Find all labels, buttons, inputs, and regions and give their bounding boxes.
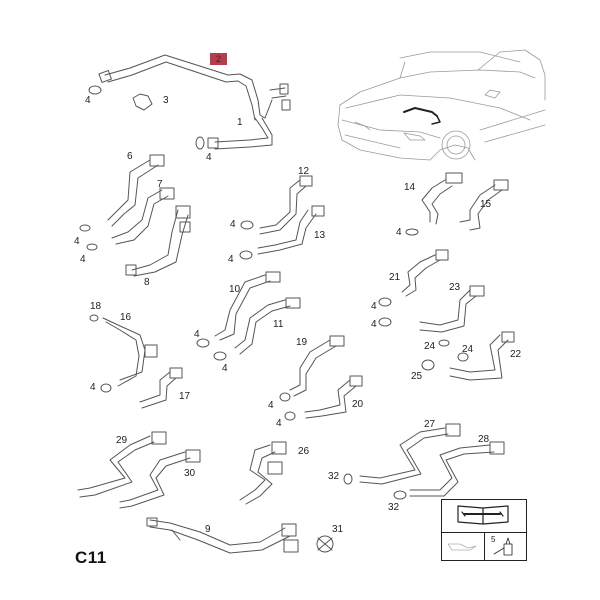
callout-30[interactable]: 30: [184, 468, 196, 479]
legend-number: 5: [491, 535, 496, 544]
callout-29[interactable]: 29: [116, 435, 128, 446]
part-19-20-hoses: [279, 335, 363, 421]
callout-24[interactable]: 24: [462, 344, 474, 355]
callout-1[interactable]: 1: [237, 117, 243, 128]
part-8-hose: [125, 205, 191, 277]
manual-wrench-icon: [457, 505, 509, 525]
part-21-23-22-hoses: [378, 249, 515, 381]
callout-12[interactable]: 12: [298, 166, 310, 177]
part-2-pipe: [88, 54, 291, 150]
part-10-11-hoses: [196, 271, 301, 361]
callout-4[interactable]: 4: [276, 418, 282, 429]
callout-3[interactable]: 3: [163, 95, 169, 106]
callout-4[interactable]: 4: [396, 227, 402, 238]
callout-32[interactable]: 32: [388, 502, 400, 513]
part-26-hose: [239, 441, 287, 505]
callout-4[interactable]: 4: [90, 382, 96, 393]
legend-box: 5: [441, 499, 527, 561]
callout-17[interactable]: 17: [179, 391, 191, 402]
car-illustration: [337, 49, 546, 161]
part-31-clip: [316, 535, 334, 553]
callout-27[interactable]: 27: [424, 419, 436, 430]
part-14-15-hoses: [405, 172, 509, 236]
part-9-hose: [146, 517, 299, 554]
part-12-13-hoses: [239, 175, 325, 260]
part-29-30-hoses: [77, 431, 201, 509]
callout-19[interactable]: 19: [296, 337, 308, 348]
callout-4[interactable]: 4: [74, 236, 80, 247]
callout-4[interactable]: 4: [228, 254, 234, 265]
page-code: C11: [75, 548, 107, 567]
callout-14[interactable]: 14: [404, 182, 416, 193]
callout-18[interactable]: 18: [90, 301, 102, 312]
oil-can-icon: [447, 543, 477, 551]
callout-2[interactable]: 2: [210, 53, 228, 65]
callout-26[interactable]: 26: [298, 446, 310, 457]
legend-sealant-cell: 5: [485, 533, 526, 560]
callout-16[interactable]: 16: [120, 312, 132, 323]
callout-4[interactable]: 4: [206, 152, 212, 163]
callout-10[interactable]: 10: [229, 284, 241, 295]
callout-4[interactable]: 4: [222, 363, 228, 374]
callout-11[interactable]: 11: [273, 319, 284, 330]
sealant-bottle-icon: [493, 537, 513, 556]
callout-28[interactable]: 28: [478, 434, 490, 445]
callout-9[interactable]: 9: [205, 524, 211, 535]
part-6-7-hoses: [79, 154, 175, 251]
callout-4[interactable]: 4: [194, 329, 200, 340]
callout-24[interactable]: 24: [424, 341, 436, 352]
legend-manual-cell: [442, 500, 526, 533]
car-hose-location: [403, 107, 438, 117]
part-16-17-hoses: [89, 314, 183, 409]
callout-31[interactable]: 31: [332, 524, 344, 535]
callout-4[interactable]: 4: [80, 254, 86, 265]
callout-7[interactable]: 7: [157, 179, 163, 190]
callout-15[interactable]: 15: [480, 199, 492, 210]
callout-32[interactable]: 32: [328, 471, 340, 482]
callout-4[interactable]: 4: [371, 301, 377, 312]
callout-8[interactable]: 8: [144, 277, 150, 288]
callout-23[interactable]: 23: [449, 282, 461, 293]
callout-6[interactable]: 6: [127, 151, 133, 162]
callout-4[interactable]: 4: [371, 319, 377, 330]
callout-22[interactable]: 22: [510, 349, 522, 360]
callout-21[interactable]: 21: [389, 272, 401, 283]
callout-20[interactable]: 20: [352, 399, 364, 410]
legend-oil-cell: [442, 533, 485, 560]
callout-4[interactable]: 4: [230, 219, 236, 230]
part-27-28-hoses: [343, 423, 505, 500]
callout-4[interactable]: 4: [85, 95, 91, 106]
callout-25[interactable]: 25: [411, 371, 423, 382]
callout-13[interactable]: 13: [314, 230, 326, 241]
callout-4[interactable]: 4: [268, 400, 274, 411]
